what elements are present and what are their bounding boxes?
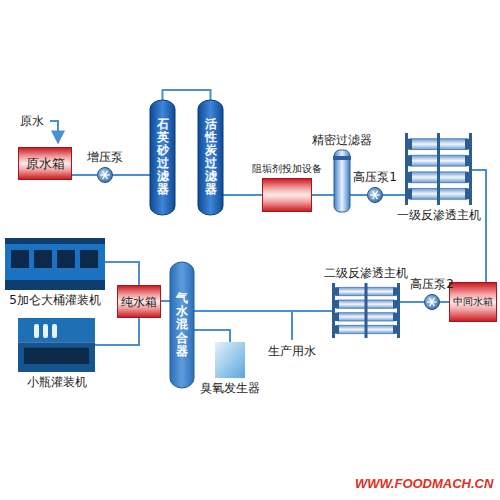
node-label: 活性炭过滤器	[205, 118, 217, 197]
pipe-connector	[95, 318, 139, 345]
shape-outline	[215, 342, 245, 378]
outlet-label: 生产用水	[268, 344, 316, 358]
shape-outline	[332, 283, 400, 338]
shape-outline	[5, 232, 105, 290]
node-label: 二级反渗透主机	[324, 266, 408, 280]
pipe-connector	[105, 262, 139, 285]
node-label: 阻垢剂投加设备	[252, 163, 322, 175]
node-label: 高压泵2	[410, 277, 454, 291]
node-label: 纯水箱	[121, 294, 157, 308]
node-label: 高压泵1	[353, 170, 397, 184]
node-label: 中间水箱	[453, 296, 493, 308]
pump-symbol: 高压泵1	[367, 187, 383, 203]
shape-outline	[367, 187, 383, 203]
filling-machine: 小瓶灌装机	[18, 318, 95, 372]
mixer-tank: 气水混合器	[170, 262, 194, 388]
pipe-connector	[383, 194, 405, 196]
pipe-connector	[163, 90, 211, 100]
node-label: 5加仑大桶灌装机	[9, 293, 101, 307]
shape-outline	[334, 150, 350, 212]
pipe-connector	[161, 300, 170, 302]
water-tank: 原水箱	[18, 147, 72, 180]
node-label: 一级反渗透主机	[397, 208, 481, 222]
pipe-connector	[72, 174, 97, 176]
shape-outline	[262, 178, 312, 212]
pipe-connector	[350, 194, 367, 196]
pump-symbol: 高压泵2	[424, 294, 440, 310]
pipe-connector	[312, 194, 334, 196]
water-tank: 中间水箱	[449, 282, 497, 322]
connector-group	[72, 90, 486, 345]
pump-symbol: 增压泵	[97, 167, 113, 183]
shape-outline	[97, 167, 113, 183]
node-label: 石英砂过滤器	[157, 118, 169, 197]
ro-unit: 一级反渗透主机	[405, 133, 472, 205]
shape-outline	[405, 133, 472, 205]
node-label: 精密过滤器	[312, 133, 372, 147]
shape-outline	[18, 318, 95, 372]
node-label: 臭氧发生器	[200, 381, 260, 395]
cartridge-filter: 精密过滤器	[334, 150, 350, 212]
watermark: WWW.FOODMACH.CN	[355, 476, 493, 492]
node-label: 气水混合器	[176, 292, 188, 358]
node-label: 小瓶灌装机	[27, 375, 87, 389]
water-tank: 纯水箱	[117, 285, 161, 318]
inlet-arrow	[50, 121, 58, 143]
pipe-connector	[472, 170, 486, 282]
pipe-connector	[194, 330, 230, 342]
node-label: 增压泵	[87, 150, 123, 164]
pipe-connector	[400, 301, 424, 303]
water-tank: 阻垢剂投加设备	[262, 178, 312, 212]
pipe-connector	[223, 194, 262, 196]
branch-pipe	[291, 311, 293, 340]
ozone-generator: 臭氧发生器	[215, 342, 245, 378]
pipe-connector	[194, 310, 332, 312]
shape-outline	[424, 294, 440, 310]
inlet-label: 原水	[20, 114, 44, 128]
ro-unit: 二级反渗透主机	[332, 283, 400, 338]
pipe-connector	[440, 301, 449, 303]
filter-tank: 石英砂过滤器	[150, 100, 175, 215]
node-label: 原水箱	[26, 156, 65, 172]
pipe-connector	[113, 174, 150, 176]
filter-tank: 活性炭过滤器	[198, 100, 223, 215]
filling-machine: 5加仑大桶灌装机	[5, 232, 105, 290]
